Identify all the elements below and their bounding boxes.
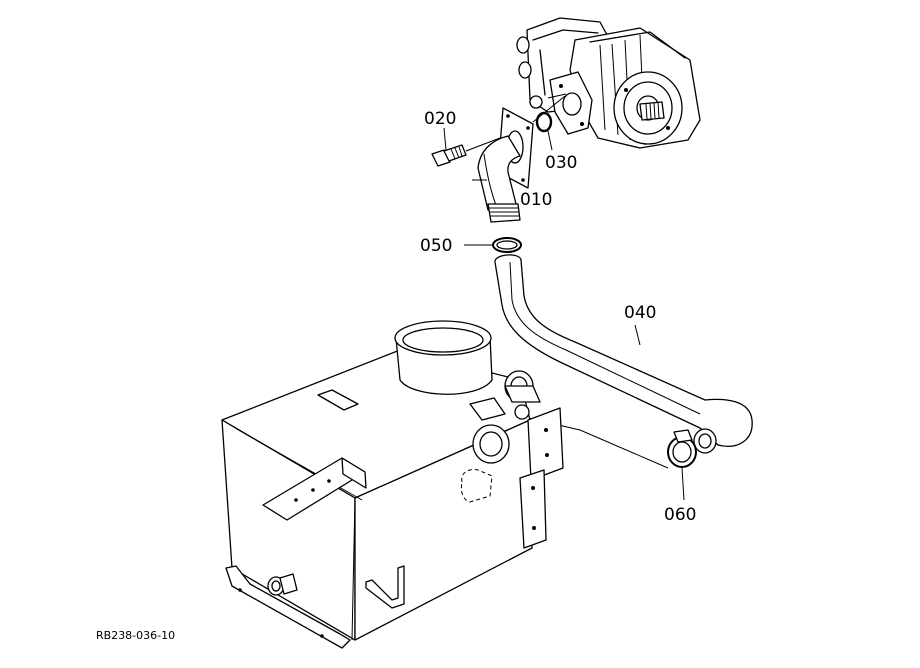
- suction-hose: [494, 254, 753, 454]
- callout-label-010: 010: [520, 190, 552, 210]
- hydraulic-tank: [221, 320, 564, 649]
- callout-label-040: 040: [624, 303, 656, 323]
- suction-pipe: [477, 107, 534, 223]
- callout-label-020: 020: [424, 109, 456, 129]
- upper-clamp: [492, 237, 522, 253]
- callout-label-060: 060: [664, 505, 696, 525]
- callout-label-030: 030: [545, 153, 577, 173]
- callout-label-050: 050: [420, 236, 452, 256]
- lower-clamp: [667, 429, 697, 468]
- o-ring: [535, 111, 553, 133]
- callout-leaders: [443, 127, 685, 501]
- hydraulic-pump: [516, 17, 701, 149]
- bolt: [431, 137, 501, 167]
- reference-code: RB238-036-10: [96, 629, 175, 642]
